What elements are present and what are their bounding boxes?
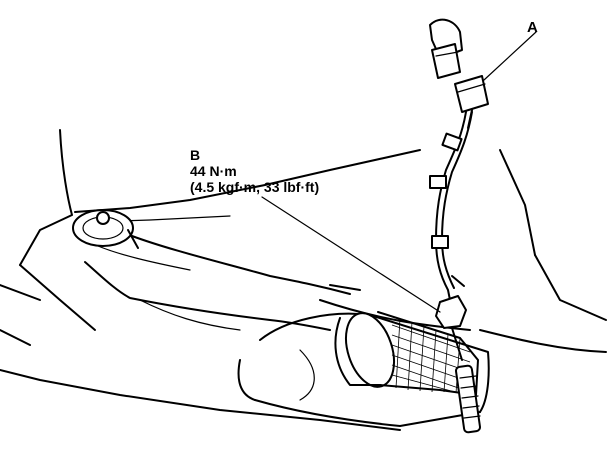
oxygen-sensor-probe <box>455 364 481 434</box>
callout-label-a: A <box>527 20 538 35</box>
callout-a-letter: A <box>527 19 538 36</box>
sensor-harness <box>429 18 489 434</box>
torque-spec-nm: 44 N·m <box>190 163 237 179</box>
torque-spec-alt: (4.5 kgf·m, 33 lbf·ft) <box>190 179 320 195</box>
leader-line-a <box>483 31 537 81</box>
callout-b-letter: B <box>190 147 201 163</box>
leader-line-b <box>261 196 441 313</box>
flex-joint <box>334 311 479 396</box>
exhaust-pipe <box>72 209 351 331</box>
callout-label-b: B 44 N·m (4.5 kgf·m, 33 lbf·ft) <box>190 147 319 195</box>
